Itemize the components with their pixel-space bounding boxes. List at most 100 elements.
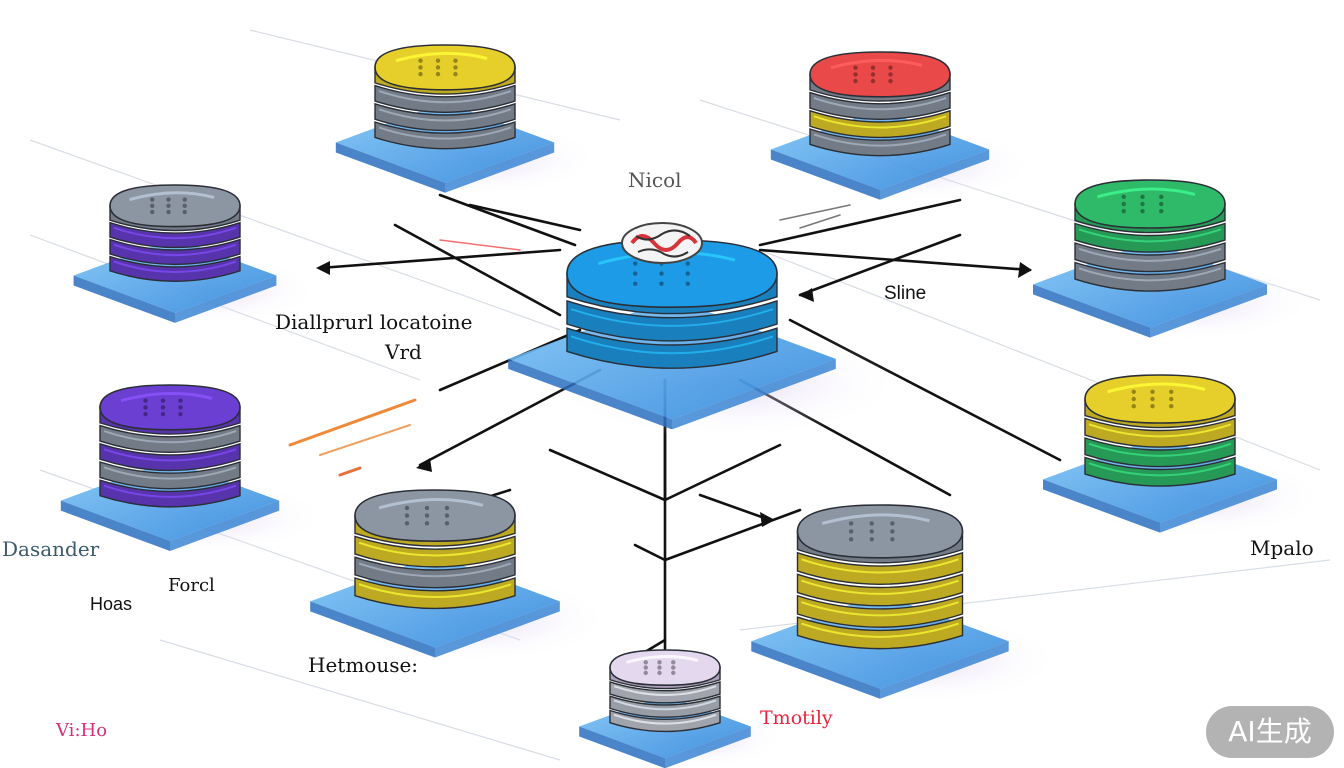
far-left-label: Dasander [2, 537, 100, 561]
stack-layer-highlight [801, 601, 959, 617]
base-plate-side [60, 500, 170, 551]
stack-top-dot [870, 78, 876, 84]
stack-layer-highlight [378, 90, 512, 104]
stack-top-dot [1131, 389, 1136, 394]
stack-top-dot [1140, 201, 1145, 207]
base-plate-side [1043, 479, 1160, 533]
stack-top-dot [685, 271, 690, 276]
bottom-right-label: Tmotily [760, 707, 833, 729]
base-plate-side [1160, 479, 1277, 533]
stack-layer [796, 551, 964, 585]
stack-top-dot [1150, 389, 1155, 394]
stack-top-dot [424, 521, 430, 526]
stack-top-dot [160, 411, 166, 417]
stack-top-dot [1121, 194, 1126, 199]
stack-top-dot [1169, 404, 1174, 409]
stack-layer-highlight [358, 562, 512, 578]
stack-layer [609, 709, 721, 733]
stack-top-dot [671, 665, 676, 670]
stack-top-dot [166, 197, 171, 202]
stack-top-dot [633, 281, 638, 286]
stack-layer [1084, 437, 1236, 468]
stack-layer [99, 424, 241, 453]
left-low-label-1: Hoas [90, 594, 133, 614]
stack-layer-highlight [801, 622, 959, 638]
stack-top-dot [869, 529, 874, 534]
stack-top-dot [890, 537, 895, 542]
stack-top-dot [633, 261, 638, 266]
stack-left-low-purple [60, 384, 324, 555]
stack-top-dot [150, 203, 155, 208]
base-plate-side [579, 726, 665, 768]
left-low-label-2: Forcl [168, 575, 215, 596]
stack-top-dot [435, 58, 441, 63]
base-plate-side [435, 601, 560, 658]
stack-top-dot [150, 197, 155, 202]
stack-top-gloss [129, 191, 215, 202]
stack-top-dot [1121, 209, 1126, 214]
stack-top-dot [1159, 194, 1164, 199]
stack-layer [99, 479, 241, 508]
stack-top-dot [143, 405, 148, 410]
stack-top-dot [643, 660, 648, 665]
stack-top-dot [671, 660, 676, 665]
stack-top-dot [1159, 201, 1164, 207]
stack-right-low-yellow [1043, 374, 1325, 537]
stack-layer [609, 680, 721, 704]
stack-top-dot [870, 72, 876, 77]
stack-layer-highlight [378, 126, 512, 140]
stack-layer [796, 573, 964, 607]
base-plate-side [880, 641, 1009, 699]
stack-top-dot [890, 521, 895, 526]
stack-top-gloss [378, 498, 484, 510]
server-stacks [60, 44, 1325, 768]
base-plate-side [170, 500, 280, 551]
stack-layer [374, 84, 516, 113]
stack-top-dot [1121, 201, 1126, 207]
stack-top-gloss [120, 391, 213, 403]
stack-layer-highlight [358, 583, 512, 598]
stack-top-dot [1169, 389, 1174, 394]
base-plate-side [770, 149, 880, 200]
stack-layer-highlight [1088, 423, 1232, 438]
stack-layer [1074, 222, 1226, 253]
stack-top-left-yellow [335, 44, 599, 197]
stack-top-dot [435, 65, 441, 70]
stack-top-dot [178, 405, 183, 410]
stack-top-dot [848, 529, 854, 534]
bottom-mid-label: Hetmouse: [308, 653, 419, 677]
stack-layer [796, 616, 964, 650]
stack-top-gloss [821, 513, 930, 525]
stack-top-dot [424, 513, 430, 518]
stack-layer [1074, 261, 1226, 292]
stack-top-cap [354, 489, 516, 543]
stack-top-dot [643, 665, 648, 670]
stack-layer [374, 121, 516, 150]
stack-top-dot [424, 505, 430, 511]
stack-layer-highlight [613, 685, 717, 696]
stack-layer-highlight [113, 260, 237, 273]
stack-layer-highlight [801, 558, 959, 574]
stack-mid-left-gray [310, 489, 611, 663]
right-mid-label: Sline [884, 283, 927, 304]
stack-top-dot [657, 660, 662, 665]
stack-layer [354, 535, 516, 568]
stack-top-cap [796, 504, 964, 559]
stack-top-gloss [1107, 382, 1206, 394]
stack-top-dot [657, 665, 662, 670]
left-main-label: Diallprurl locatoine [275, 310, 473, 334]
stack-top-gloss [395, 51, 488, 63]
stack-layer [566, 299, 778, 342]
stack-top-dot [143, 411, 148, 417]
stack-top-dot [1131, 396, 1136, 402]
stack-layer-highlight [113, 243, 237, 257]
stack-layer-highlight [358, 541, 512, 557]
stack-top-gloss [1097, 187, 1196, 199]
stack-layer [354, 556, 516, 589]
stack-layer-highlight [570, 335, 774, 355]
stack-top-dot [178, 398, 183, 403]
stack-top-dot [685, 261, 690, 266]
stack-layer-highlight [1088, 462, 1232, 477]
stack-top-dot [453, 71, 458, 77]
stack-layer [374, 102, 516, 132]
